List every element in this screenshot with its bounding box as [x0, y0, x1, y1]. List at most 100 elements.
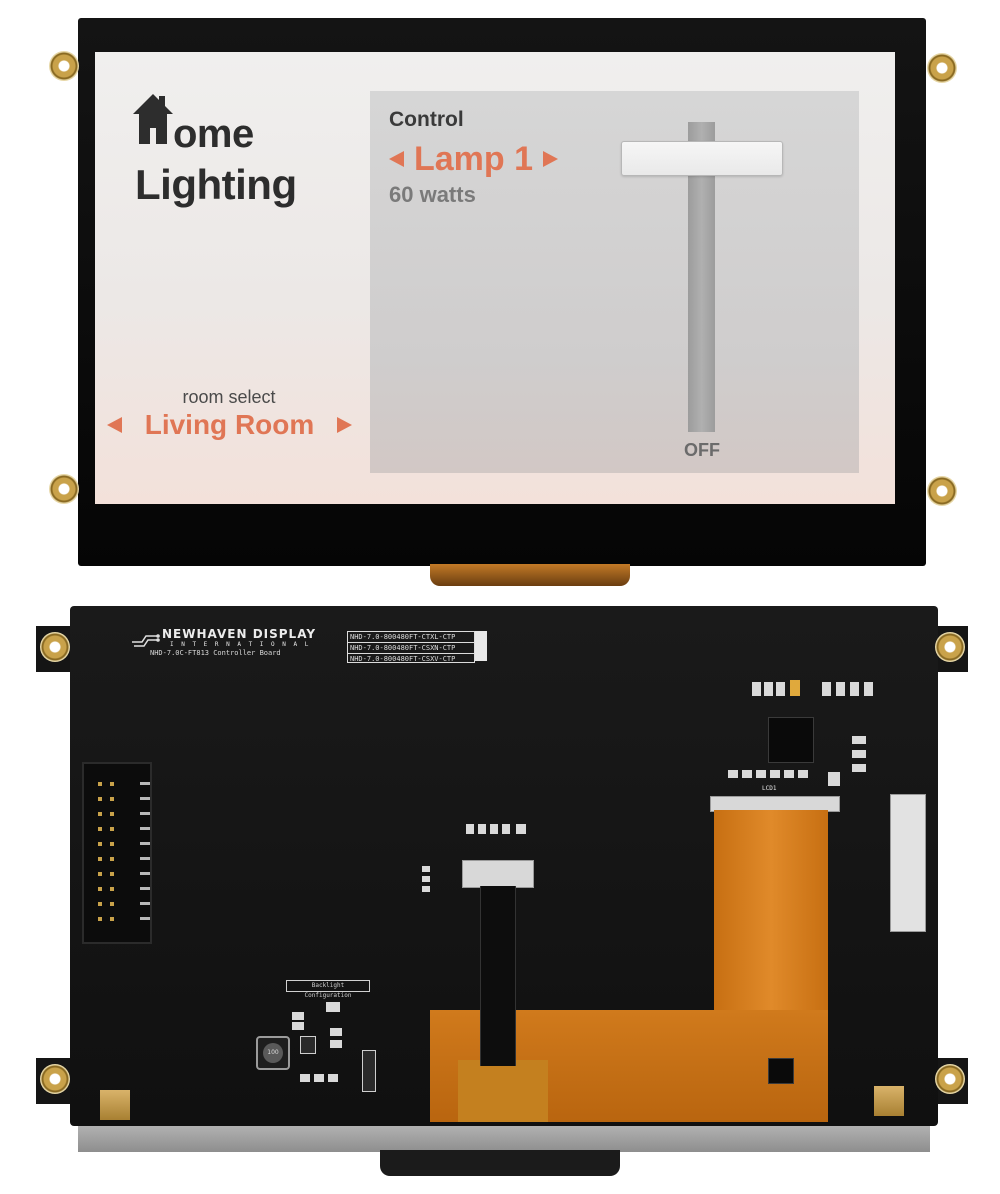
smd-component [328, 1074, 338, 1082]
mounting-hole [49, 51, 79, 81]
header-pin [98, 797, 102, 801]
header-pin [98, 827, 102, 831]
smd-component [752, 682, 761, 696]
header-pin-lead [140, 872, 150, 875]
model-option: NHD-7.0-800480FT-CSXN-CTP [348, 643, 474, 654]
lcd-flex-cable [714, 810, 828, 1020]
smd-component [864, 682, 873, 696]
board-label: NHD-7.0C-FT813 Controller Board [150, 649, 281, 657]
lamp-name: Lamp 1 [414, 139, 534, 178]
header-pin [98, 842, 102, 846]
smd-component [326, 1002, 340, 1012]
brand-subtitle: I N T E R N A T I O N A L [170, 641, 311, 648]
ground-pad [100, 1090, 130, 1120]
header-pin [98, 857, 102, 861]
smd-component [828, 772, 840, 786]
lamp-next-arrow-icon[interactable] [543, 151, 559, 167]
smd-component [300, 1074, 310, 1082]
room-selector: Living Room [107, 408, 352, 442]
20-pin-header [82, 762, 152, 944]
controller-ic [768, 717, 814, 763]
smd-component [850, 682, 859, 696]
room-select-caption: room select [182, 387, 276, 407]
front-flex-cable [430, 564, 630, 586]
smd-component [852, 764, 866, 772]
header-pin [110, 827, 114, 831]
header-pin [98, 782, 102, 786]
header-pin [110, 782, 114, 786]
mounting-hole [49, 474, 79, 504]
header-pin [110, 902, 114, 906]
header-pin [110, 887, 114, 891]
header-pin [110, 812, 114, 816]
smd-component [852, 750, 866, 758]
control-title: Control [389, 108, 464, 131]
header-pin [98, 887, 102, 891]
touch-flex-connector [462, 860, 534, 888]
header-pin-lead [140, 842, 150, 845]
inductor-label: 100 [263, 1043, 283, 1063]
header-pin [98, 872, 102, 876]
smd-component [770, 770, 780, 778]
flex-stiffener [458, 1060, 548, 1122]
smd-component [330, 1028, 342, 1036]
mounting-hole [935, 1064, 965, 1094]
logo-text-lighting: Lighting [135, 161, 297, 208]
mounting-hole [935, 632, 965, 662]
header-pin-lead [140, 797, 150, 800]
smd-component [798, 770, 808, 778]
header-pin [110, 872, 114, 876]
smd-component [490, 824, 498, 834]
smd-component [790, 680, 800, 696]
lamp-wattage: 60 watts [389, 182, 476, 207]
smd-component [516, 824, 526, 834]
model-option: NHD-7.0-800480FT-CSXV-CTP [350, 655, 456, 663]
dimmer-slider-thumb[interactable] [621, 141, 783, 176]
header-pin [98, 917, 102, 921]
header-pin-lead [140, 782, 150, 785]
smd-component [300, 1036, 316, 1054]
house-icon [133, 94, 173, 144]
logo-text-home: ome [173, 112, 254, 156]
room-prev-arrow-icon[interactable] [107, 417, 122, 433]
smd-component [742, 770, 752, 778]
backlight-config-label: Backlight Configuration [286, 980, 370, 999]
flex-ic [768, 1058, 794, 1084]
smd-component [756, 770, 766, 778]
smd-component [852, 736, 866, 744]
smd-component [330, 1040, 342, 1048]
lamp-selector: Lamp 1 [389, 139, 559, 179]
smd-component [728, 770, 738, 778]
header-pin [110, 857, 114, 861]
model-check-box [475, 631, 487, 661]
header-pin [98, 812, 102, 816]
model-option: NHD-7.0-800480FT-CTXL-CTP [348, 632, 474, 643]
header-pin-lead [140, 857, 150, 860]
header-pin [110, 917, 114, 921]
newhaven-logo-icon [132, 634, 160, 647]
touch-flex-cable [480, 886, 516, 1066]
smd-component [314, 1074, 324, 1082]
header-pin [98, 902, 102, 906]
brand-name: NEWHAVEN DISPLAY [162, 627, 317, 641]
smd-component [466, 824, 474, 834]
smd-component [478, 824, 486, 834]
ground-pad [874, 1086, 904, 1116]
smd-component [362, 1050, 376, 1092]
smd-component [502, 824, 510, 834]
lamp-prev-arrow-icon[interactable] [389, 151, 404, 167]
slider-state-label: OFF [684, 440, 720, 460]
room-next-arrow-icon[interactable] [336, 417, 352, 433]
smd-component [776, 682, 785, 696]
smd-component [422, 886, 430, 892]
header-pin-lead [140, 902, 150, 905]
smd-component [784, 770, 794, 778]
touch-fpc-connector [890, 794, 926, 932]
model-option-box: NHD-7.0-800480FT-CTXL-CTP NHD-7.0-800480… [347, 631, 475, 663]
header-pin-lead [140, 917, 150, 920]
smd-component [836, 682, 845, 696]
inductor: 100 [256, 1036, 290, 1070]
header-pin-lead [140, 812, 150, 815]
smd-component [422, 876, 430, 882]
header-pin [110, 797, 114, 801]
